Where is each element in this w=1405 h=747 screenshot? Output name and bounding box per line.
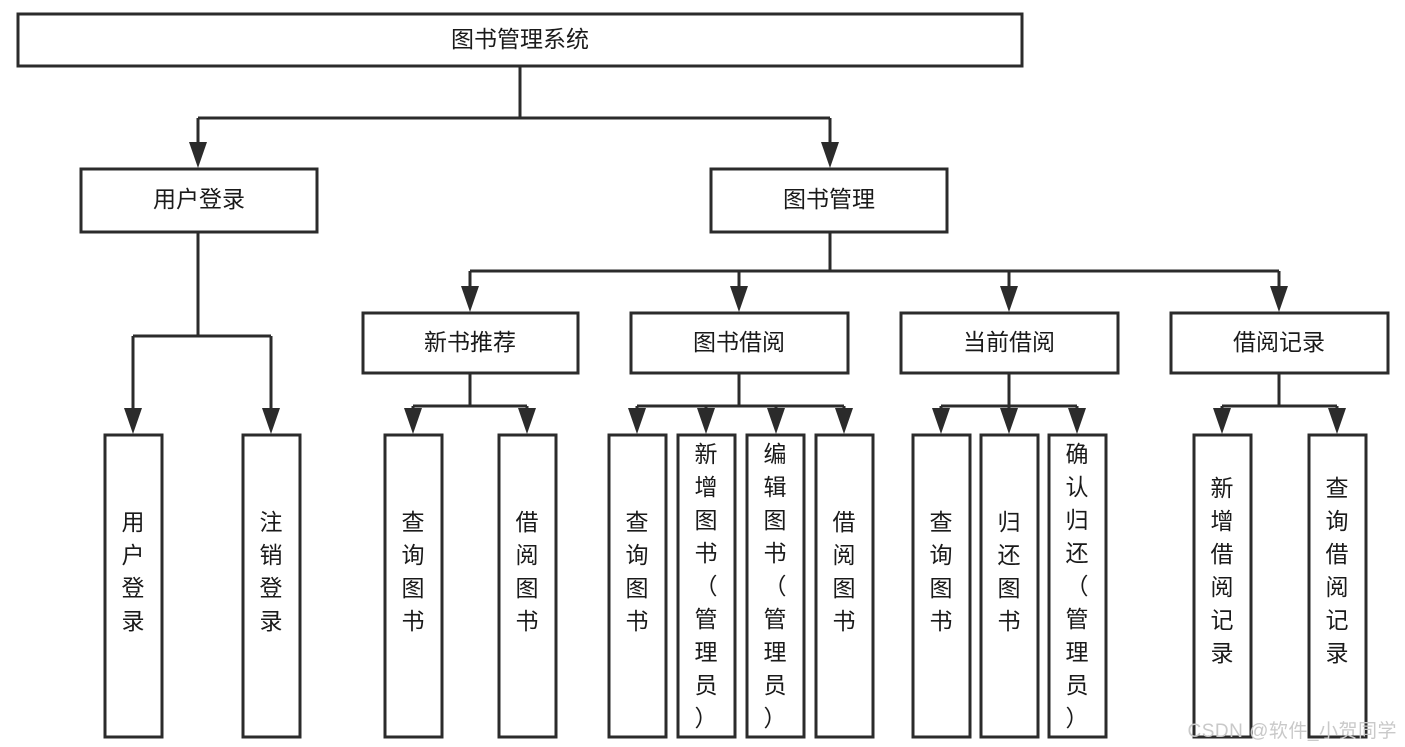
node-leaf-return-book-label: 归还图书: [998, 509, 1021, 634]
node-new-book-rec[interactable]: 新书推荐: [361, 311, 580, 375]
node-leaf-query-book-2-label: 查询图书: [626, 509, 649, 634]
node-leaf-borrow-book-2-label: 借阅图书: [833, 509, 856, 634]
node-leaf-user-login-box[interactable]: [103, 433, 164, 739]
node-leaf-query-book-3[interactable]: 查询图书: [911, 433, 972, 739]
arrow-to-book-manage: [821, 142, 839, 168]
arrow-current-borrow: [1000, 286, 1018, 312]
arrow-leaf-add-record: [1213, 408, 1231, 434]
node-book-borrow-box[interactable]: [629, 311, 850, 375]
node-leaf-return-book-box[interactable]: [979, 433, 1040, 739]
node-current-borrow[interactable]: 当前借阅: [899, 311, 1120, 375]
edges-root-to-level2: [189, 66, 839, 168]
node-root[interactable]: 图书管理系统: [16, 12, 1024, 68]
node-leaf-add-record[interactable]: 新增借阅记录: [1192, 433, 1253, 739]
node-user-login-box[interactable]: [79, 167, 319, 234]
node-leaf-borrow-book-2-box[interactable]: [814, 433, 875, 739]
node-leaf-add-book-box[interactable]: [676, 433, 737, 739]
node-user-login[interactable]: 用户登录: [79, 167, 319, 234]
node-leaf-edit-book-label: 编辑图书（管理员）: [764, 441, 787, 731]
arrow-new-book-rec: [461, 286, 479, 312]
node-leaf-logout[interactable]: 注销登录: [241, 433, 302, 739]
edges-user-login-to-leaves: [124, 232, 280, 434]
node-leaf-borrow-book-1[interactable]: 借阅图书: [497, 433, 558, 739]
node-root-box[interactable]: [16, 12, 1024, 68]
arrow-borrow-record: [1270, 286, 1288, 312]
node-leaf-return-book[interactable]: 归还图书: [979, 433, 1040, 739]
node-leaf-add-book[interactable]: 新增图书（管理员）: [676, 433, 737, 739]
edges-current-borrow-to-leaves: [932, 373, 1086, 434]
edges-book-borrow-to-leaves: [628, 373, 853, 434]
node-leaf-query-book-3-box[interactable]: [911, 433, 972, 739]
arrow-leaf-logout: [262, 408, 280, 434]
node-root-label: 图书管理系统: [451, 26, 589, 52]
edges-book-manage-to-level3: [461, 232, 1288, 312]
node-borrow-record-label: 借阅记录: [1233, 329, 1325, 355]
node-new-book-rec-box[interactable]: [361, 311, 580, 375]
arrow-book-borrow: [730, 286, 748, 312]
node-new-book-rec-label: 新书推荐: [424, 329, 516, 355]
node-leaf-query-book-2-box[interactable]: [607, 433, 668, 739]
node-leaf-add-book-label: 新增图书（管理员）: [695, 441, 718, 731]
node-leaf-borrow-book-1-box[interactable]: [497, 433, 558, 739]
edges-borrow-record-to-leaves: [1213, 373, 1346, 434]
node-leaf-query-record-box[interactable]: [1307, 433, 1368, 739]
arrow-leaf-borrow-book-2: [835, 408, 853, 434]
node-leaf-logout-label: 注销登录: [260, 509, 283, 634]
node-leaf-logout-box[interactable]: [241, 433, 302, 739]
node-leaf-query-book-3-label: 查询图书: [930, 509, 953, 634]
node-leaf-confirm-return[interactable]: 确认归还（管理员）: [1047, 433, 1108, 739]
arrow-leaf-add-book: [697, 408, 715, 434]
arrow-leaf-edit-book: [767, 408, 785, 434]
csdn-watermark: CSDN @软件_小贺同学: [1187, 721, 1397, 742]
node-book-manage[interactable]: 图书管理: [709, 167, 949, 234]
node-borrow-record-box[interactable]: [1169, 311, 1390, 375]
node-book-manage-box[interactable]: [709, 167, 949, 234]
node-leaf-add-record-box[interactable]: [1192, 433, 1253, 739]
node-leaf-query-record-label: 查询借阅记录: [1326, 475, 1349, 666]
node-leaf-borrow-book-2[interactable]: 借阅图书: [814, 433, 875, 739]
node-leaf-query-book-2[interactable]: 查询图书: [607, 433, 668, 739]
arrow-leaf-query-book-1: [404, 408, 422, 434]
node-leaf-query-book-1[interactable]: 查询图书: [383, 433, 444, 739]
arrow-leaf-borrow-book-1: [518, 408, 536, 434]
node-leaf-edit-book[interactable]: 编辑图书（管理员）: [745, 433, 806, 739]
arrow-to-user-login: [189, 142, 207, 168]
edges-new-book-rec-to-leaves: [404, 373, 536, 434]
node-leaf-user-login[interactable]: 用户登录: [103, 433, 164, 739]
arrow-leaf-query-book-3: [932, 408, 950, 434]
node-leaf-query-book-1-box[interactable]: [383, 433, 444, 739]
node-book-borrow-label: 图书借阅: [693, 329, 785, 355]
node-current-borrow-label: 当前借阅: [963, 329, 1055, 355]
node-borrow-record[interactable]: 借阅记录: [1169, 311, 1390, 375]
node-leaf-add-record-label: 新增借阅记录: [1211, 475, 1234, 666]
node-book-borrow[interactable]: 图书借阅: [629, 311, 850, 375]
node-leaf-query-book-1-label: 查询图书: [402, 509, 425, 634]
node-leaf-borrow-book-1-label: 借阅图书: [516, 509, 539, 634]
node-book-manage-label: 图书管理: [783, 186, 875, 212]
arrow-leaf-confirm-return: [1068, 408, 1086, 434]
node-leaf-confirm-return-label: 确认归还（管理员）: [1066, 441, 1089, 731]
node-leaf-edit-book-box[interactable]: [745, 433, 806, 739]
arrow-leaf-query-book-2: [628, 408, 646, 434]
arrow-leaf-query-record: [1328, 408, 1346, 434]
node-current-borrow-box[interactable]: [899, 311, 1120, 375]
node-leaf-query-record[interactable]: 查询借阅记录: [1307, 433, 1368, 739]
arrow-leaf-user-login: [124, 408, 142, 434]
node-user-login-label: 用户登录: [153, 186, 245, 212]
arrow-leaf-return-book: [1000, 408, 1018, 434]
node-leaf-user-login-label: 用户登录: [122, 509, 145, 634]
node-leaf-confirm-return-box[interactable]: [1047, 433, 1108, 739]
